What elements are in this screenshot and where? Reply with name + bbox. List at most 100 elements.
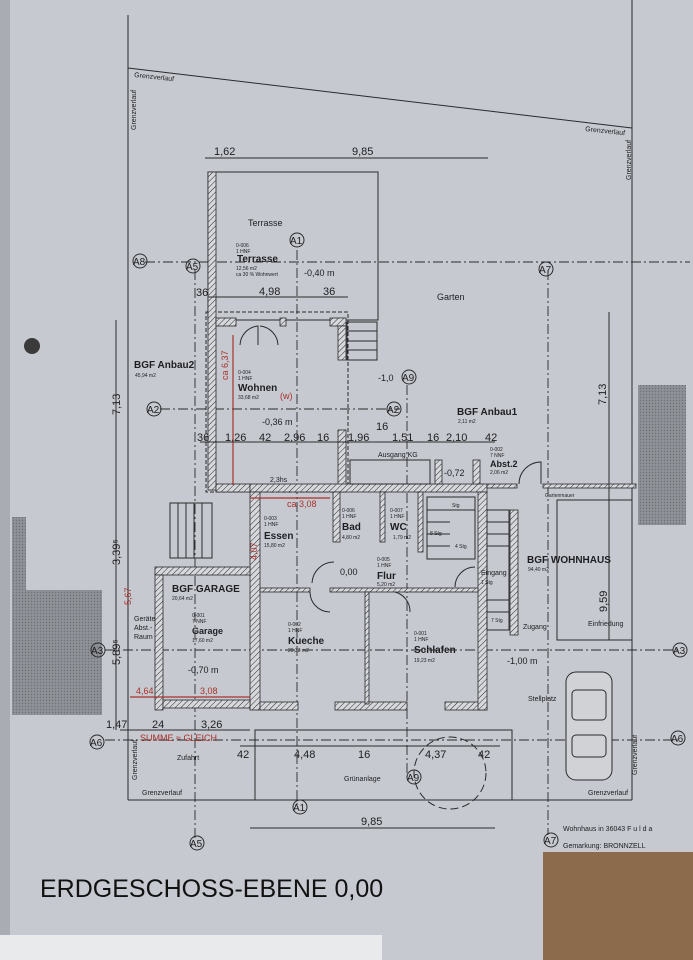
svg-text:-0,72: -0,72 <box>444 468 465 478</box>
svg-text:0-006: 0-006 <box>236 243 249 249</box>
room-abst2: 0-002 7 NNF Abst.2 2,06 m2 -0,72 <box>444 447 518 478</box>
svg-text:A7: A7 <box>539 265 552 276</box>
room-wohnen: 0-004 1 HNF Wohnen 33,68 m2 -0,36 m <box>238 370 293 427</box>
walls <box>154 171 637 711</box>
bgf-anbau1-title: BGF Anbau1 <box>457 407 518 418</box>
svg-text:Bad: Bad <box>342 522 361 533</box>
svg-text:1 HNF: 1 HNF <box>236 249 250 255</box>
svg-text:0-005: 0-005 <box>377 557 390 563</box>
svg-text:Terrasse: Terrasse <box>248 218 283 228</box>
label-einfriedung: Einfriedung <box>588 621 624 628</box>
label-raum: Raum <box>134 634 153 641</box>
project-gemarkung: Gemarkung: BRONNZELL <box>563 843 646 850</box>
svg-text:0,00: 0,00 <box>340 567 358 577</box>
room-flur: 0,00 0-005 1 HNF Flur 5,20 m2 <box>340 557 396 588</box>
room-essen: 0-003 1 HNF Essen 15,80 m2 <box>264 516 293 549</box>
boundary-label: Grenzverlauf <box>131 90 138 130</box>
svg-text:A9: A9 <box>407 773 420 784</box>
svg-text:A5: A5 <box>190 839 203 850</box>
paper-sheet-below <box>0 935 382 960</box>
neighbour-building <box>638 385 686 525</box>
svg-text:A1: A1 <box>293 803 306 814</box>
axis-marker-a6: A6 <box>670 730 686 746</box>
axis-marker-a8: A8 <box>132 253 148 269</box>
label-window: 2,3hs <box>270 477 288 484</box>
label-abst: Abst.- <box>134 625 153 632</box>
svg-text:1 HNF: 1 HNF <box>414 637 428 643</box>
dimension-label: 42 <box>259 432 271 444</box>
dimension-label: 16 <box>358 749 370 761</box>
dimension-label: 1,96 <box>348 432 369 444</box>
svg-text:1 HNF: 1 HNF <box>342 514 356 520</box>
dimension-label: 3,26 <box>201 719 222 731</box>
label-stairs: 4 Stg <box>455 544 467 550</box>
svg-text:Terrasse: Terrasse <box>237 254 278 265</box>
dimension-label: 42 <box>237 749 249 761</box>
boundary-label: Grenzverlauf <box>626 140 633 180</box>
svg-text:Garage: Garage <box>192 626 223 636</box>
annotation-garage-vertical: 5,67 <box>123 587 133 605</box>
svg-text:A3: A3 <box>91 646 104 657</box>
axis-lines <box>105 250 690 840</box>
label-stairs: 8 Stg <box>430 531 442 537</box>
svg-text:A9: A9 <box>402 373 415 384</box>
dimension-label: 1,62 <box>214 146 235 158</box>
axis-marker-a7: A7 <box>538 261 554 277</box>
svg-text:33,68 m2: 33,68 m2 <box>238 395 259 401</box>
svg-text:0-001: 0-001 <box>414 631 427 637</box>
boundary-label: Grenzverlauf <box>588 790 628 797</box>
einfriedung-outline <box>556 499 633 641</box>
svg-text:1 HNF: 1 HNF <box>377 563 391 569</box>
svg-text:Wohnen: Wohnen <box>238 383 277 394</box>
bgf-garage-title: BGF GARAGE <box>172 584 240 595</box>
svg-text:2,06 m2: 2,06 m2 <box>490 470 508 476</box>
label-zufahrt: Zufahrt <box>177 755 199 762</box>
dimension-label: 4,37 <box>425 749 446 761</box>
annotation-essen-width: ca 3,08 <box>287 499 317 509</box>
paper-edge <box>0 0 10 960</box>
dimension-label: 36 <box>197 432 209 444</box>
dimension-label: 9,85 <box>361 816 382 828</box>
svg-text:A6: A6 <box>90 738 103 749</box>
svg-text:17,60 m2: 17,60 m2 <box>192 638 213 644</box>
dimension-label: 36 <box>196 287 208 299</box>
axis-marker-a3: A3 <box>672 642 688 658</box>
annotation-mark: (w) <box>280 391 293 401</box>
project-address: Wohnhaus in 36043 F u l d a <box>563 826 652 833</box>
bgf-garage-area: 20,64 m2 <box>172 596 193 602</box>
svg-text:A5: A5 <box>186 262 199 273</box>
svg-text:1,79 m2: 1,79 m2 <box>393 535 411 541</box>
label-stairs: Stg <box>452 503 460 509</box>
svg-text:1 HNF: 1 HNF <box>390 514 404 520</box>
dimension-label: 42 <box>485 432 497 444</box>
bgf-wohnhaus-title: BGF WOHNHAUS <box>527 555 611 566</box>
axis-marker-a5: A5 <box>185 258 201 274</box>
svg-text:A6: A6 <box>671 734 684 745</box>
svg-text:WC: WC <box>390 522 407 533</box>
svg-text:20,33 m2: 20,33 m2 <box>288 648 309 654</box>
svg-text:4,80 m2: 4,80 m2 <box>342 535 360 541</box>
dimension-label: 7,13 <box>597 384 609 405</box>
label-level-out: -1,00 m <box>507 656 538 666</box>
gruenanlage-outline <box>254 729 513 801</box>
neighbour-building <box>26 590 102 715</box>
label-stellplatz: Stellplatz <box>528 696 557 703</box>
dimension-label: 3,39⁵ <box>111 539 123 565</box>
svg-text:1 HNF: 1 HNF <box>238 376 252 382</box>
dimension-label: 42 <box>478 749 490 761</box>
svg-text:0-003: 0-003 <box>264 516 277 522</box>
dimension-label: 16 <box>427 432 439 444</box>
label-geraete: Geräte <box>134 616 156 623</box>
label-gruenanlage: Grünanlage <box>344 776 381 783</box>
axis-marker-a5: A5 <box>189 835 205 851</box>
svg-text:A8: A8 <box>133 257 146 268</box>
boundary-label: Grenzverlauf <box>142 790 182 797</box>
svg-text:A2: A2 <box>387 405 400 416</box>
neighbour-building <box>12 517 26 715</box>
svg-text:0-001: 0-001 <box>192 613 205 619</box>
svg-text:Abst.2: Abst.2 <box>490 459 518 469</box>
dimension-label: 1,26 <box>225 432 246 444</box>
label-ausgang-kg: Ausgang KG <box>378 452 418 459</box>
annotation-garage-width: 3,08 <box>200 686 218 696</box>
room-schlafen: 0-001 1 HNF Schlafen 19,23 m2 <box>414 631 456 664</box>
